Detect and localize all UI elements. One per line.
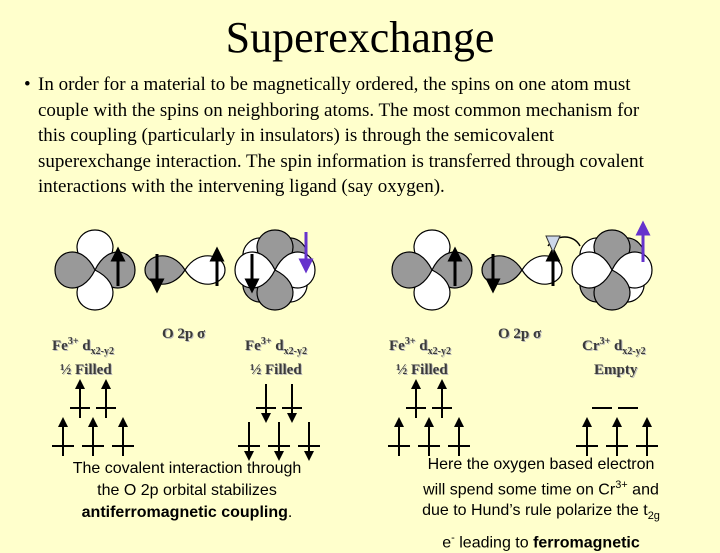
right-fill1-label: ½ Filled [396, 362, 448, 378]
left-fe1-label: Fe3+ dx2-y2 [52, 336, 114, 357]
right-caption: Here the oxygen based electron will spen… [422, 456, 660, 551]
electron-hop-head [545, 235, 561, 254]
right-fill2-label: Empty [594, 362, 638, 378]
right-o-p-lobe-left [481, 255, 523, 285]
bullet-text: In order for a material to be magnetical… [38, 74, 644, 197]
left-o2p-label: O 2p σ [162, 326, 206, 342]
orbital-diagram [52, 220, 658, 461]
right-fe-label: Fe3+ dx2-y2 [389, 336, 451, 357]
bullet-marker: • [24, 74, 31, 95]
slide-title: Superexchange [225, 13, 495, 62]
right-cr-lobe-left [571, 251, 613, 289]
right-o-p-lobe-right [521, 255, 563, 285]
right-cr-label: Cr3+ dx2-y2 [582, 336, 646, 357]
fm-coupling-term: ferromagnetic [533, 533, 640, 551]
left-o-p-lobe-left [144, 255, 186, 285]
intro-bullet: • In order for a material to be magnetic… [24, 72, 668, 200]
right-fe-lobe-left [391, 251, 433, 289]
left-caption: The covalent interaction through the O 2… [72, 460, 302, 521]
left-o-p-lobe-right [184, 255, 226, 285]
afm-coupling-term: antiferromagnetic coupling [81, 504, 288, 521]
left-fe1-lobe-left [54, 251, 96, 289]
left-fe2-label: Fe3+ dx2-y2 [245, 336, 307, 357]
right-o2p-label: O 2p σ [498, 326, 542, 342]
left-fill1-label: ½ Filled [60, 362, 112, 378]
left-fill2-label: ½ Filled [250, 362, 302, 378]
